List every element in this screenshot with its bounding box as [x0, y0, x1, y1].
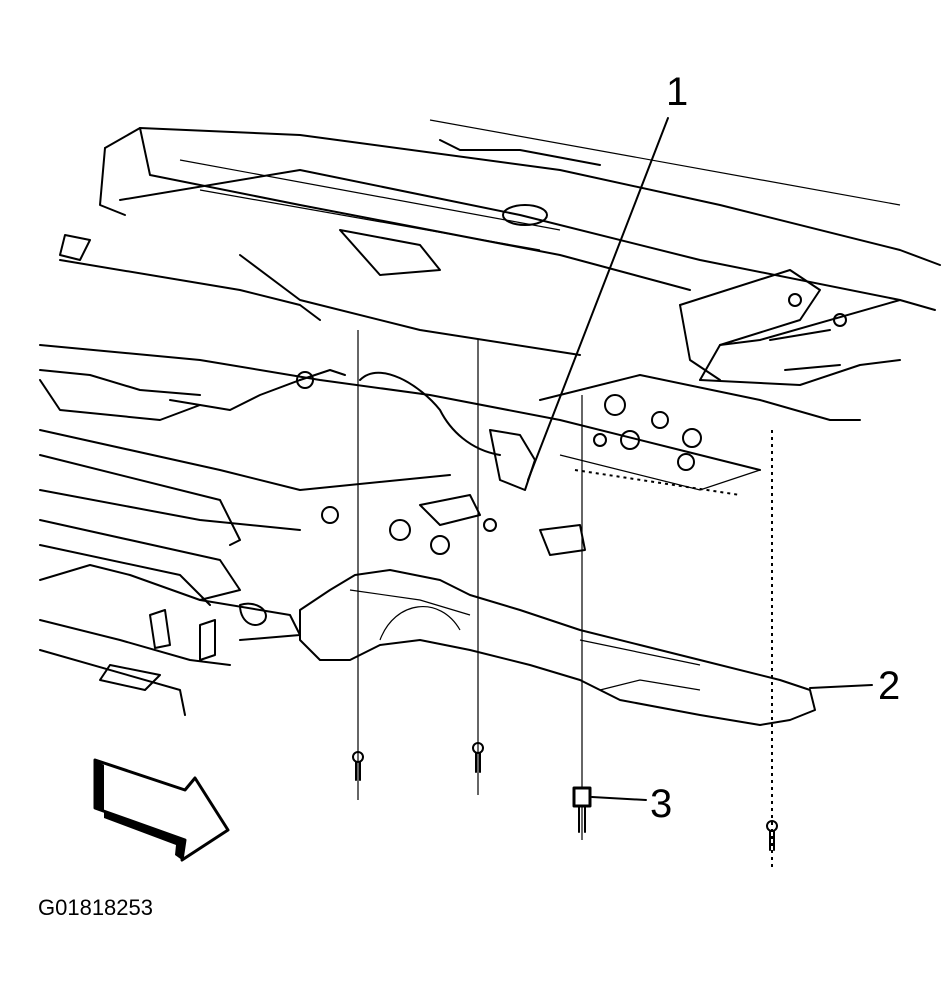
forward-arrow-icon: [93, 758, 230, 862]
bolt-3-icon: [572, 786, 592, 833]
fastener-axes: [357, 330, 773, 870]
callout-1: 1: [666, 70, 689, 114]
heat-shield: [299, 569, 816, 726]
bolts: [352, 742, 778, 851]
floor-pan-upper: [59, 119, 941, 356]
callout-2: 2: [878, 664, 901, 708]
bolt-1-icon: [352, 751, 364, 781]
bolt-4-icon: [766, 820, 778, 851]
bolt-2-icon: [472, 742, 484, 773]
figure-id: G01818253: [38, 895, 153, 920]
floor-pan-center: [39, 344, 761, 556]
leader-lines: [527, 117, 873, 801]
rear-crossmember: [539, 269, 936, 421]
callout-3: 3: [650, 782, 673, 826]
frame-rail-left: [39, 429, 451, 716]
